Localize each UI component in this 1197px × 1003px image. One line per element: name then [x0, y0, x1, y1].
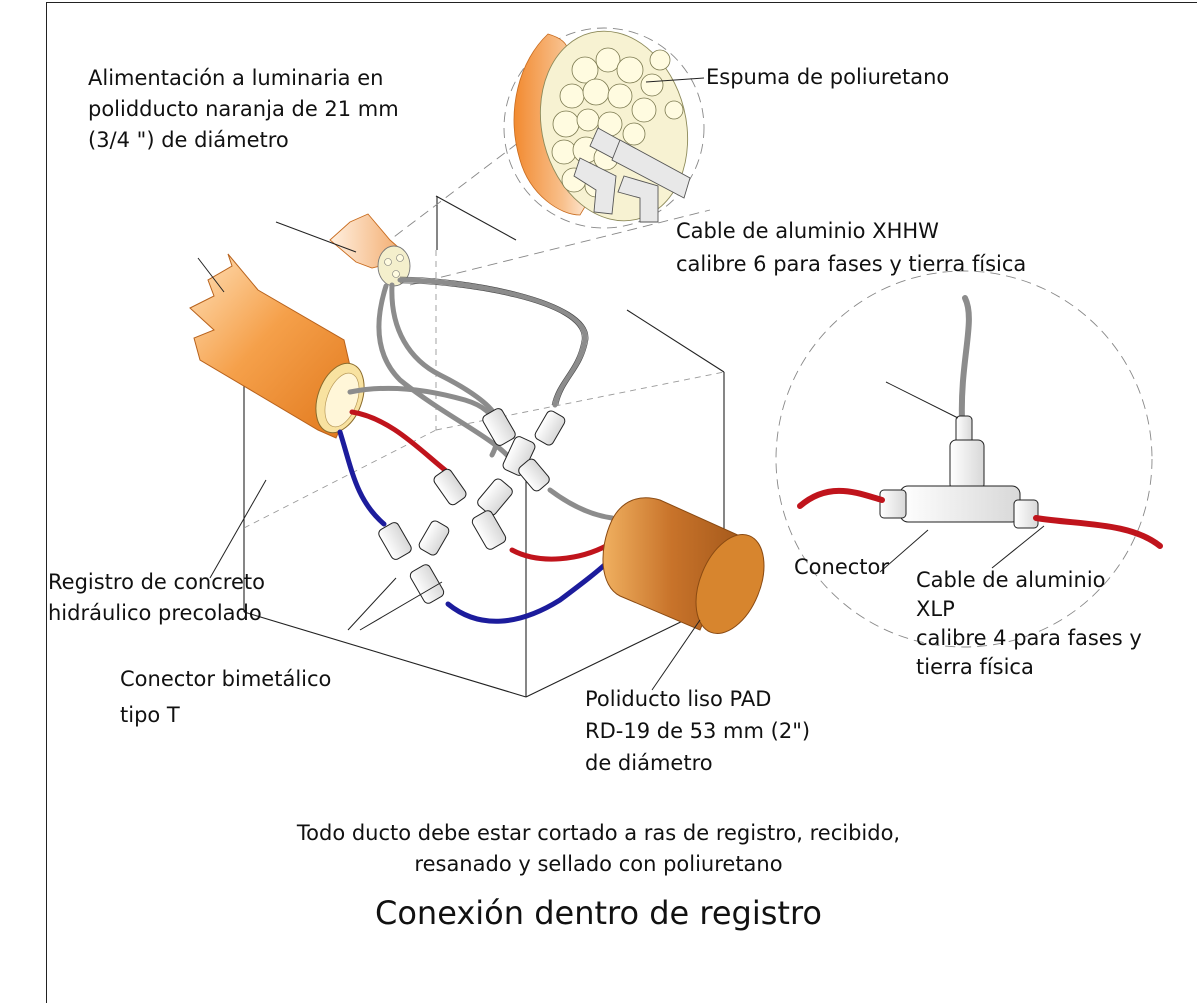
- label-conector-t: Conector bimetálico tipo T: [120, 661, 331, 733]
- label-alimentacion-line2: polidducto naranja de 21 mm: [88, 97, 399, 121]
- note-block: Todo ducto debe estar cortado a ras de r…: [0, 818, 1197, 880]
- label-conector: Conector: [794, 555, 890, 579]
- label-cable-xhhw-line2: calibre 6 para fases y tierra física: [676, 252, 1027, 276]
- t-connectors: [378, 408, 566, 604]
- leader-lines: [197, 77, 1045, 691]
- note-line2: resanado y sellado con poliuretano: [414, 852, 783, 876]
- label-alimentacion: Alimentación a luminaria en polidducto n…: [88, 63, 399, 156]
- connector-detail-magnified: [797, 295, 1163, 549]
- label-poliducto-liso-line3: de diámetro: [585, 751, 713, 775]
- magnifier-guides: [381, 27, 1153, 648]
- label-cable-xlp-line3: calibre 4 para fases y: [916, 626, 1142, 650]
- note-line1: Todo ducto debe estar cortado a ras de r…: [296, 821, 901, 845]
- gray-cable-outlines: [399, 276, 589, 406]
- label-cable-xlp: Cable de aluminio XLP calibre 4 para fas…: [916, 566, 1142, 682]
- label-registro-line2: hidráulico precolado: [48, 601, 262, 625]
- small-orange-conduit: [329, 213, 411, 287]
- label-cable-xlp-line1: Cable de aluminio: [916, 568, 1106, 592]
- label-registro: Registro de concreto hidráulico precolad…: [48, 567, 265, 629]
- diagram-title: Conexión dentro de registro: [375, 894, 822, 932]
- gray-cables: [347, 277, 615, 521]
- label-conector-t-line1: Conector bimetálico: [120, 667, 332, 691]
- label-poliducto-liso-line2: RD-19 de 53 mm (2"): [585, 719, 811, 743]
- label-espuma: Espuma de poliuretano: [706, 65, 950, 89]
- pad-conduit: [602, 497, 765, 635]
- concrete-box: [243, 195, 725, 698]
- label-poliducto-liso: Poliducto liso PAD RD-19 de 53 mm (2") d…: [585, 683, 810, 779]
- connection-diagram: [189, 27, 1163, 698]
- label-cable-xlp-line2: XLP: [916, 597, 955, 621]
- label-alimentacion-line3: (3/4 ") de diámetro: [88, 128, 289, 152]
- red-cable: [349, 409, 611, 562]
- label-alimentacion-line1: Alimentación a luminaria en: [88, 66, 384, 90]
- label-cable-xhhw: Cable de aluminio XHHW calibre 6 para fa…: [676, 215, 1026, 281]
- label-conector-t-line2: tipo T: [120, 703, 180, 727]
- large-orange-conduit: [189, 253, 365, 439]
- foam-detail-magnified: [513, 30, 691, 223]
- blue-cable: [337, 429, 615, 624]
- label-poliducto-liso-line1: Poliducto liso PAD: [585, 687, 772, 711]
- label-cable-xlp-line4: tierra física: [916, 655, 1034, 679]
- label-cable-xhhw-line1: Cable de aluminio XHHW: [676, 219, 939, 243]
- label-registro-line1: Registro de concreto: [48, 570, 265, 594]
- drawing-frame: [46, 2, 1197, 1003]
